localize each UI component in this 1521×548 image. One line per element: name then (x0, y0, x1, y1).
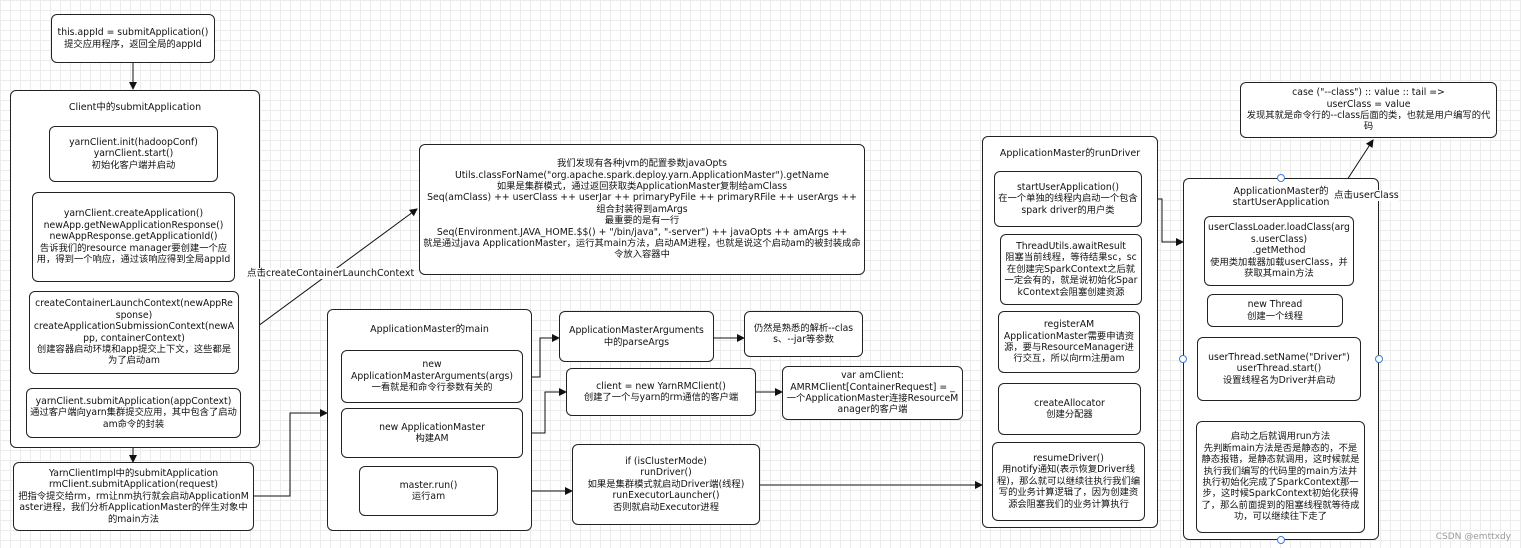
selection-handle-top[interactable] (1277, 174, 1285, 182)
new-application-master-node[interactable]: new ApplicationMaster 构建AM (341, 408, 523, 458)
run-driver-branch-node[interactable]: if (isClusterMode) runDriver() 如果是集群模式就启… (572, 444, 760, 525)
resume-driver-node[interactable]: resumeDriver() 用notify通知(表示恢复Driver线程)，那… (992, 442, 1145, 521)
parse-args-node[interactable]: ApplicationMasterArguments 中的parseArgs (559, 311, 714, 362)
client-container-title: Client中的submitApplication (68, 102, 202, 113)
selection-handle-left[interactable] (1179, 355, 1187, 363)
jvm-options-note-text: 我们发现有各种jvm的配置参数javaOpts Utils.classForNa… (423, 158, 861, 261)
watermark: CSDN @emttxdy (1435, 532, 1511, 542)
am-main-container-title: ApplicationMaster的main (370, 324, 489, 335)
selection-handle-bottom[interactable] (1277, 536, 1285, 544)
set-thread-name-text: userThread.setName("Driver") userThread.… (1208, 351, 1350, 386)
submit-application-node[interactable]: this.appId = submitApplication() 提交应用程序，… (51, 14, 215, 63)
yarn-client-submit-application-text: yarnClient.submitApplication(appContext)… (30, 395, 237, 430)
new-thread-text: new Thread 创建一个线程 (1247, 299, 1303, 322)
start-user-application-node[interactable]: startUserApplication() 在一个单独的线程内启动一个包含sp… (994, 171, 1142, 227)
parse-args-text: ApplicationMasterArguments 中的parseArgs (569, 325, 704, 348)
resume-driver-text: resumeDriver() 用notify通知(表示恢复Driver线程)，那… (996, 452, 1141, 510)
new-thread-node[interactable]: new Thread 创建一个线程 (1207, 294, 1343, 327)
case-class-note-node[interactable]: case ("--class") :: value :: tail => use… (1240, 82, 1497, 138)
new-application-master-text: new ApplicationMaster 构建AM (379, 421, 485, 444)
await-result-text: ThreadUtils.awaitResult 阻塞当前线程，等待结果sc，sc… (1004, 240, 1138, 298)
create-container-launch-context-text: createContainerLaunchContext(newAppRespo… (33, 298, 235, 367)
selection-handle-right[interactable] (1375, 355, 1383, 363)
master-run-node[interactable]: master.run() 运行am (359, 466, 498, 516)
await-result-node[interactable]: ThreadUtils.awaitResult 阻塞当前线程，等待结果sc，sc… (1000, 234, 1142, 305)
run-driver-container-title: ApplicationMaster的runDriver (999, 148, 1141, 159)
run-method-node[interactable]: 启动之后就调用run方法 先判断main方法是否是静态的，不是静态报错，是静态就… (1196, 421, 1365, 533)
yarn-client-submit-application-node[interactable]: yarnClient.submitApplication(appContext)… (26, 388, 241, 438)
case-class-note-text: case ("--class") :: value :: tail => use… (1246, 87, 1491, 133)
run-driver-branch-text: if (isClusterMode) runDriver() 如果是集群模式就启… (587, 455, 745, 513)
set-thread-name-node[interactable]: userThread.setName("Driver") userThread.… (1197, 337, 1361, 401)
amrm-client-node[interactable]: var amClient: AMRMClient[ContainerReques… (782, 366, 963, 420)
load-class-text: userClassLoader.loadClass(args.userClass… (1208, 222, 1350, 280)
yarn-client-impl-node[interactable]: YarnClientImpl中的submitApplication rmClie… (13, 462, 254, 531)
edge-label-click-userclass: 点击userClass (1334, 190, 1399, 201)
register-am-node[interactable]: registerAM ApplicationMaster需要申请资源，要与Res… (998, 311, 1140, 373)
create-allocator-node[interactable]: createAllocator 创建分配器 (998, 383, 1141, 435)
edge-impl-to-ammain (254, 409, 328, 497)
yarn-rm-client-text: client = new YarnRMClient() 创建了一个与yarn的r… (583, 380, 739, 403)
edge-sua-to-case (1344, 139, 1374, 184)
load-class-node[interactable]: userClassLoader.loadClass(args.userClass… (1204, 216, 1354, 286)
master-run-text: master.run() 运行am (399, 479, 458, 502)
create-container-launch-context-node[interactable]: createContainerLaunchContext(newAppRespo… (29, 291, 239, 374)
register-am-text: registerAM ApplicationMaster需要申请资源，要与Res… (1003, 319, 1135, 365)
yarn-rm-client-node[interactable]: client = new YarnRMClient() 创建了一个与yarn的r… (566, 368, 756, 416)
edge-label-click-launch-context: 点击createContainerLaunchContext (247, 268, 415, 279)
am-arguments-node[interactable]: new ApplicationMasterArguments(args) 一看就… (341, 350, 523, 403)
submit-application-text: this.appId = submitApplication() 提交应用程序，… (57, 27, 209, 50)
amrm-client-text: var amClient: AMRMClient[ContainerReques… (786, 370, 959, 416)
am-arguments-text: new ApplicationMasterArguments(args) 一看就… (350, 359, 514, 394)
start-user-application-text: startUserApplication() 在一个单独的线程内启动一个包含sp… (998, 181, 1138, 216)
jvm-options-note-node[interactable]: 我们发现有各种jvm的配置参数javaOpts Utils.classForNa… (419, 144, 865, 275)
create-application-text: yarnClient.createApplication() newApp.ge… (36, 208, 231, 266)
create-allocator-text: createAllocator 创建分配器 (1034, 397, 1105, 420)
yarn-client-impl-text: YarnClientImpl中的submitApplication rmClie… (18, 467, 249, 525)
yarn-client-init-node[interactable]: yarnClient.init(hadoopConf) yarnClient.s… (49, 126, 218, 182)
yarn-client-init-text: yarnClient.init(hadoopConf) yarnClient.s… (69, 136, 198, 171)
run-method-text: 启动之后就调用run方法 先判断main方法是否是静态的，不是静态报错，是静态就… (1201, 431, 1360, 523)
sua-container-title: ApplicationMaster的 startUserApplication (1232, 186, 1330, 208)
parse-args-note-text: 仍然是熟悉的解析--class、--jar等参数 (753, 322, 854, 345)
create-application-node[interactable]: yarnClient.createApplication() newApp.ge… (32, 192, 235, 282)
parse-args-note-node[interactable]: 仍然是熟悉的解析--class、--jar等参数 (744, 311, 863, 357)
